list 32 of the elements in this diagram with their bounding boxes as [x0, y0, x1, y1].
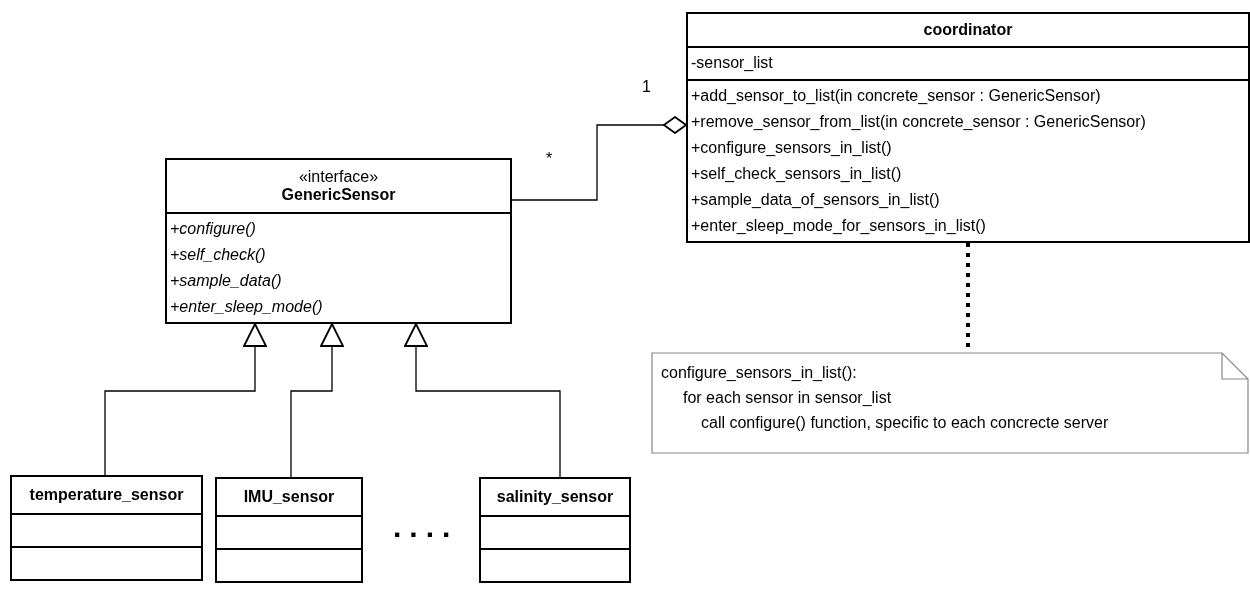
generalization-arrow	[290, 323, 344, 478]
method-text: +configure()	[170, 219, 257, 239]
attribute-text: -sensor_list	[691, 52, 774, 73]
method-text: +self_check_sensors_in_list()	[691, 164, 903, 184]
multiplicity-label: 1	[642, 78, 651, 96]
method-text: +enter_sleep_mode_for_sensors_in_list()	[691, 216, 987, 236]
multiplicity-label: *	[546, 150, 553, 168]
method-text: +configure_sensors_in_list()	[691, 138, 893, 158]
method-text: +sample_data()	[170, 271, 283, 291]
class-name: temperature_sensor	[28, 486, 185, 504]
method-text: +add_sensor_to_list(in concrete_sensor : GenericSensor)	[691, 86, 1102, 106]
class-name: IMU_sensor	[242, 488, 336, 506]
class-box	[165, 158, 512, 324]
note-text: call configure() function, specific to each concrecte server	[701, 414, 1109, 432]
stereotype-label: «interface»	[297, 168, 380, 186]
method-text: +sample_data_of_sensors_in_list()	[691, 190, 941, 210]
class-box	[10, 475, 203, 581]
class-box	[686, 12, 1250, 243]
class-box	[215, 477, 363, 583]
method-text: +self_check()	[170, 245, 267, 265]
class-name: coordinator	[922, 20, 1014, 39]
class-name: salinity_sensor	[495, 488, 615, 506]
generalization-arrow	[404, 323, 561, 478]
class-box	[479, 477, 631, 583]
aggregation-line	[511, 116, 687, 201]
method-text: +remove_sensor_from_list(in concrete_sensor : GenericSensor)	[691, 112, 1147, 132]
method-text: +enter_sleep_mode()	[170, 297, 324, 317]
ellipsis-mark: ....	[393, 510, 459, 544]
note-text: configure_sensors_in_list():	[661, 364, 857, 382]
generalization-arrow	[104, 323, 267, 476]
class-name: GenericSensor	[280, 186, 397, 204]
note-text: for each sensor in sensor_list	[683, 389, 892, 407]
